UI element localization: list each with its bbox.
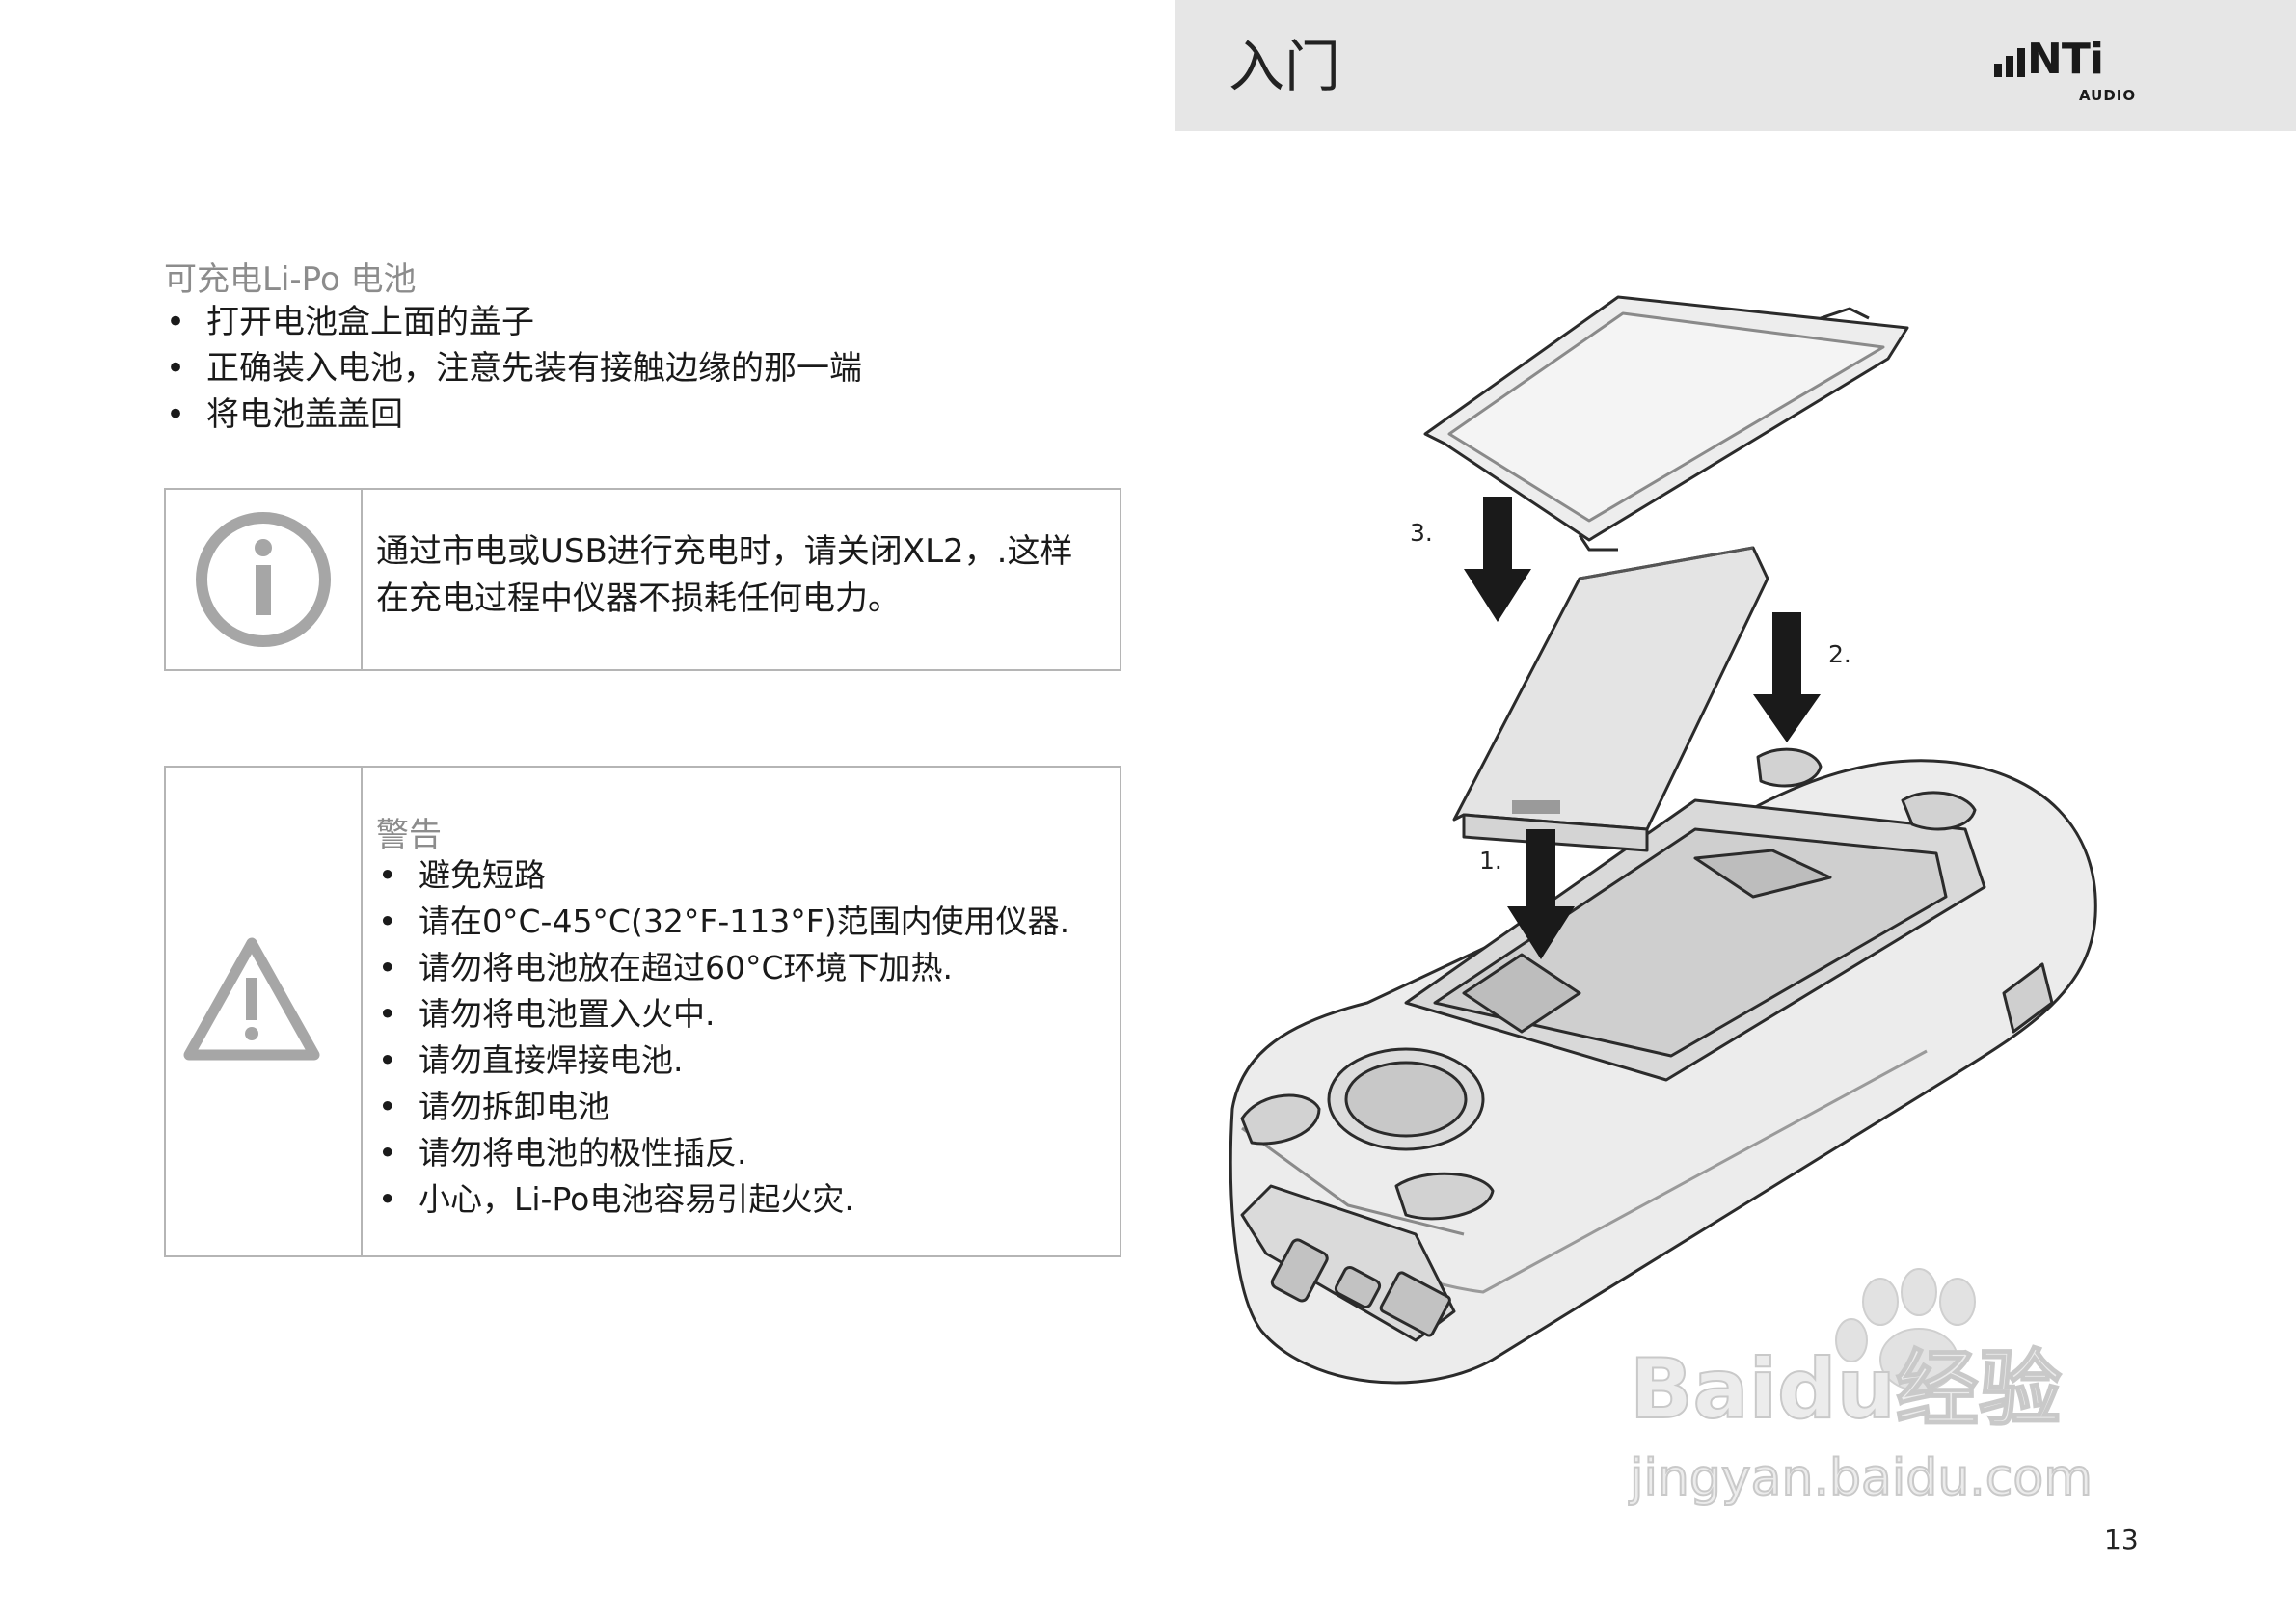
warning-heading: 警告 [376, 816, 442, 854]
list-item: 请在0°C-45°C(32°F-113°F)范围内使用仪器. [376, 899, 1069, 945]
baidu-watermark: Baidu经验 jingyan.baidu.com [1628, 1268, 2093, 1508]
step-label: 1. [1479, 847, 1502, 875]
logo-bars-icon [1994, 48, 2029, 77]
list-item: 正确装入电池，注意先装有接触边缘的那一端 [164, 345, 862, 391]
header-band: 入门 NTi AUDIO [1175, 0, 2296, 131]
box-divider [361, 490, 363, 669]
step-label: 2. [1828, 640, 1851, 668]
box-divider [361, 768, 363, 1255]
arrow-down-icon [1507, 829, 1575, 959]
device-button [1756, 747, 1823, 788]
info-text: 通过市电或USB进行充电时，请关闭XL2，.这样 在充电过程中仪器不损耗任何电力… [376, 528, 1109, 623]
list-item: 避免短路 [376, 852, 1069, 899]
arrow-down-icon [1464, 497, 1531, 622]
info-icon [196, 512, 331, 647]
step-label: 3. [1410, 519, 1433, 547]
info-line: 在充电过程中仪器不损耗任何电力。 [376, 580, 901, 618]
watermark-url: jingyan.baidu.com [1629, 1449, 2093, 1507]
page-number: 13 [2104, 1524, 2139, 1555]
info-line: 通过市电或USB进行充电时，请关闭XL2，.这样 [376, 532, 1073, 571]
list-item: 请勿将电池放在超过60°C环境下加热. [376, 945, 1069, 991]
section-heading: 可充电Li-Po 电池 [164, 260, 417, 299]
list-item: 小心，Li-Po电池容易引起火灾. [376, 1176, 1069, 1223]
list-item: 请勿直接焊接电池. [376, 1038, 1069, 1084]
battery-install-illustration [1229, 295, 2097, 1385]
arrow-down-icon [1753, 612, 1821, 742]
battery-steps-list: 打开电池盒上面的盖子 正确装入电池，注意先装有接触边缘的那一端 将电池盖盖回 [164, 299, 862, 438]
info-box: 通过市电或USB进行充电时，请关闭XL2，.这样 在充电过程中仪器不损耗任何电力… [164, 488, 1121, 671]
logo-subtitle: AUDIO [2079, 87, 2137, 104]
list-item: 打开电池盒上面的盖子 [164, 299, 862, 345]
warning-triangle-icon [183, 937, 320, 1061]
watermark-brand: Baidu经验 [1630, 1341, 2062, 1438]
list-item: 请勿拆卸电池 [376, 1084, 1069, 1130]
device-button [1901, 791, 1977, 831]
list-item: 请勿将电池的极性插反. [376, 1130, 1069, 1176]
device-button [1240, 1093, 1321, 1146]
warning-box: 警告 避免短路 请在0°C-45°C(32°F-113°F)范围内使用仪器. 请… [164, 766, 1121, 1257]
nti-audio-logo: NTi AUDIO [1994, 35, 2137, 106]
warning-list: 避免短路 请在0°C-45°C(32°F-113°F)范围内使用仪器. 请勿将电… [376, 852, 1069, 1223]
side-port [2002, 962, 2054, 1034]
list-item: 请勿将电池置入火中. [376, 991, 1069, 1038]
logo-wordmark: NTi [2027, 35, 2104, 84]
page-title: 入门 [1229, 34, 1341, 99]
list-item: 将电池盖盖回 [164, 391, 862, 438]
device-button [1394, 1172, 1495, 1221]
